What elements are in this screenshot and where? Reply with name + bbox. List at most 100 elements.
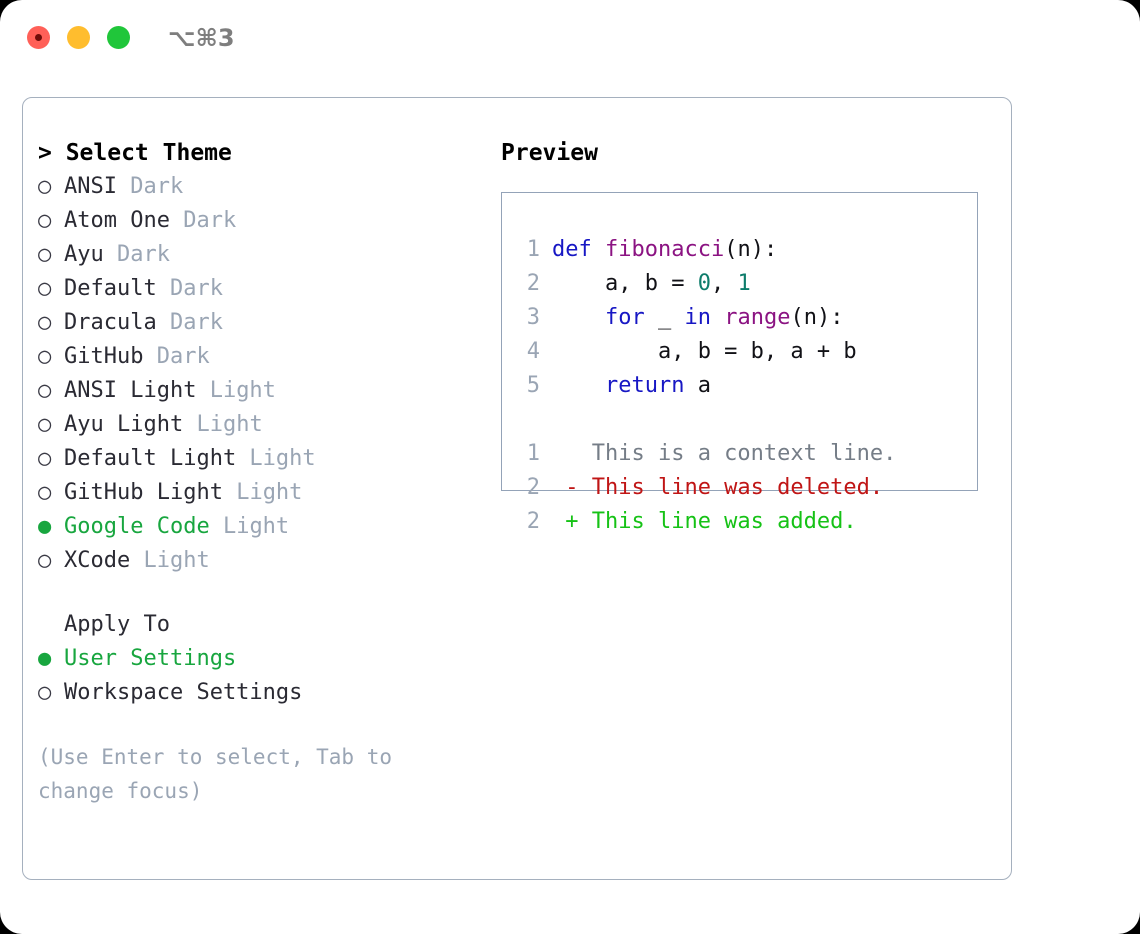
maximize-button-icon[interactable] bbox=[107, 26, 130, 49]
apply-to-item[interactable]: ○ Workspace Settings bbox=[38, 676, 478, 710]
theme-list-item[interactable]: ○ ANSI Dark bbox=[38, 170, 478, 204]
radio-unselected-icon[interactable]: ○ bbox=[38, 208, 52, 233]
theme-name-label: ANSI bbox=[64, 174, 117, 199]
theme-name-label: Atom One bbox=[64, 208, 170, 233]
diff-line: 2 + This line was added. bbox=[516, 505, 977, 539]
keyboard-hint-text: (Use Enter to select, Tab to change focu… bbox=[38, 745, 405, 803]
line-number: 1 bbox=[526, 237, 540, 262]
code-diff-spacer bbox=[516, 403, 977, 437]
preview-header: Preview bbox=[501, 140, 598, 166]
code-token: a, b = b, a + b bbox=[552, 339, 857, 364]
theme-variant-tag: Dark bbox=[169, 208, 237, 233]
theme-list-item[interactable]: ○ Ayu Light Light bbox=[38, 408, 478, 442]
radio-unselected-icon[interactable]: ○ bbox=[38, 310, 52, 335]
section-spacer bbox=[38, 578, 478, 608]
line-number: 4 bbox=[526, 339, 540, 364]
theme-variant-tag: Light bbox=[183, 412, 263, 437]
radio-unselected-icon[interactable]: ○ bbox=[38, 480, 52, 505]
theme-list-item[interactable]: ○ GitHub Dark bbox=[38, 340, 478, 374]
radio-selected-icon[interactable]: ● bbox=[38, 646, 52, 671]
radio-unselected-icon[interactable]: ○ bbox=[38, 242, 52, 267]
radio-unselected-icon[interactable]: ○ bbox=[38, 174, 52, 199]
code-line: 3 for _ in range(n): bbox=[516, 301, 977, 335]
code-token bbox=[552, 373, 605, 398]
code-token bbox=[711, 305, 724, 330]
theme-list-item[interactable]: ● Google Code Light bbox=[38, 510, 478, 544]
line-number: 5 bbox=[526, 373, 540, 398]
line-number: 1 bbox=[526, 441, 540, 466]
radio-unselected-icon[interactable]: ○ bbox=[38, 276, 52, 301]
theme-variant-tag: Dark bbox=[116, 174, 184, 199]
apply-to-item[interactable]: ● User Settings bbox=[38, 642, 478, 676]
theme-variant-tag: Dark bbox=[156, 310, 223, 335]
code-token: fibonacci bbox=[604, 237, 725, 262]
theme-list-item[interactable]: ○Ayu Dark bbox=[38, 238, 478, 272]
code-line: 5 return a bbox=[516, 369, 977, 403]
code-token: , bbox=[710, 271, 738, 296]
code-line: 2 a, b = 0, 1 bbox=[516, 267, 977, 301]
theme-name-label: Default bbox=[64, 276, 157, 301]
theme-list-item[interactable]: ○ Dracula Dark bbox=[38, 306, 478, 340]
theme-variant-tag: Light bbox=[209, 514, 290, 539]
theme-variant-tag: Dark bbox=[143, 344, 210, 369]
keyboard-shortcut-label: ⌥⌘3 bbox=[168, 24, 235, 52]
theme-name-label: Dracula bbox=[64, 310, 157, 335]
code-token: in bbox=[684, 305, 711, 330]
minimize-button-icon[interactable] bbox=[67, 26, 90, 49]
code-token: range bbox=[724, 305, 791, 330]
theme-variant-tag: Light bbox=[222, 480, 303, 505]
theme-name-label: GitHub Light bbox=[64, 480, 223, 505]
theme-list-header: > Select Theme bbox=[38, 140, 232, 166]
radio-unselected-icon[interactable]: ○ bbox=[38, 378, 52, 403]
theme-name-label: Ayu bbox=[64, 242, 104, 267]
diff-text: This is a context line. bbox=[552, 441, 897, 466]
radio-unselected-icon[interactable]: ○ bbox=[38, 412, 52, 437]
code-token: for bbox=[604, 305, 645, 330]
code-token: 1 bbox=[737, 271, 751, 296]
theme-variant-tag: Light bbox=[196, 378, 276, 403]
title-bar: ⌥⌘3 bbox=[0, 0, 1140, 78]
theme-list-item[interactable]: ○ Default Dark bbox=[38, 272, 478, 306]
theme-list-item[interactable]: ○ANSI Light Light bbox=[38, 374, 478, 408]
theme-name-label: XCode bbox=[64, 548, 131, 573]
theme-list-item[interactable]: ○Default Light Light bbox=[38, 442, 478, 476]
theme-variant-tag: Dark bbox=[156, 276, 223, 301]
close-button-icon[interactable] bbox=[27, 26, 50, 49]
line-number: 2 bbox=[526, 475, 540, 500]
code-token: a bbox=[684, 373, 711, 398]
code-token: (n): bbox=[790, 305, 844, 330]
traffic-lights bbox=[27, 26, 130, 49]
code-token: return bbox=[604, 373, 685, 398]
radio-unselected-icon[interactable]: ○ bbox=[38, 344, 52, 369]
code-token bbox=[552, 305, 605, 330]
diff-text: + This line was added. bbox=[552, 509, 857, 534]
code-token: 0 bbox=[697, 271, 711, 296]
theme-name-label: Default Light bbox=[64, 446, 237, 471]
radio-unselected-icon[interactable]: ○ bbox=[38, 680, 52, 705]
code-line: 4 a, b = b, a + b bbox=[516, 335, 977, 369]
code-token: _ bbox=[644, 305, 685, 330]
theme-list-item[interactable]: ○ GitHub Light Light bbox=[38, 476, 478, 510]
theme-list-item[interactable]: ○ Atom One Dark bbox=[38, 204, 478, 238]
theme-name-label: Google Code bbox=[64, 514, 210, 539]
theme-selection-column: > Select Theme ○ANSI Dark○Atom One Dark○… bbox=[38, 136, 478, 808]
theme-name-label: GitHub bbox=[64, 344, 144, 369]
theme-variant-tag: Light bbox=[130, 548, 210, 573]
code-token: a, b = bbox=[552, 271, 698, 296]
theme-list-item[interactable]: ○ XCode Light bbox=[38, 544, 478, 578]
diff-line: 1 This is a context line. bbox=[516, 437, 977, 471]
radio-unselected-icon[interactable]: ○ bbox=[38, 446, 52, 471]
code-token: (n): bbox=[724, 237, 778, 262]
radio-selected-icon[interactable]: ● bbox=[38, 514, 52, 539]
line-number: 3 bbox=[526, 305, 540, 330]
theme-name-label: Ayu Light bbox=[64, 412, 184, 437]
apply-to-label: User Settings bbox=[64, 646, 237, 671]
radio-unselected-icon[interactable]: ○ bbox=[38, 548, 52, 573]
apply-to-label: Workspace Settings bbox=[64, 680, 303, 705]
diff-sample: 1 This is a context line.2 - This line w… bbox=[516, 437, 977, 539]
apply-to-list: ● User Settings ○ Workspace Settings bbox=[38, 642, 478, 710]
